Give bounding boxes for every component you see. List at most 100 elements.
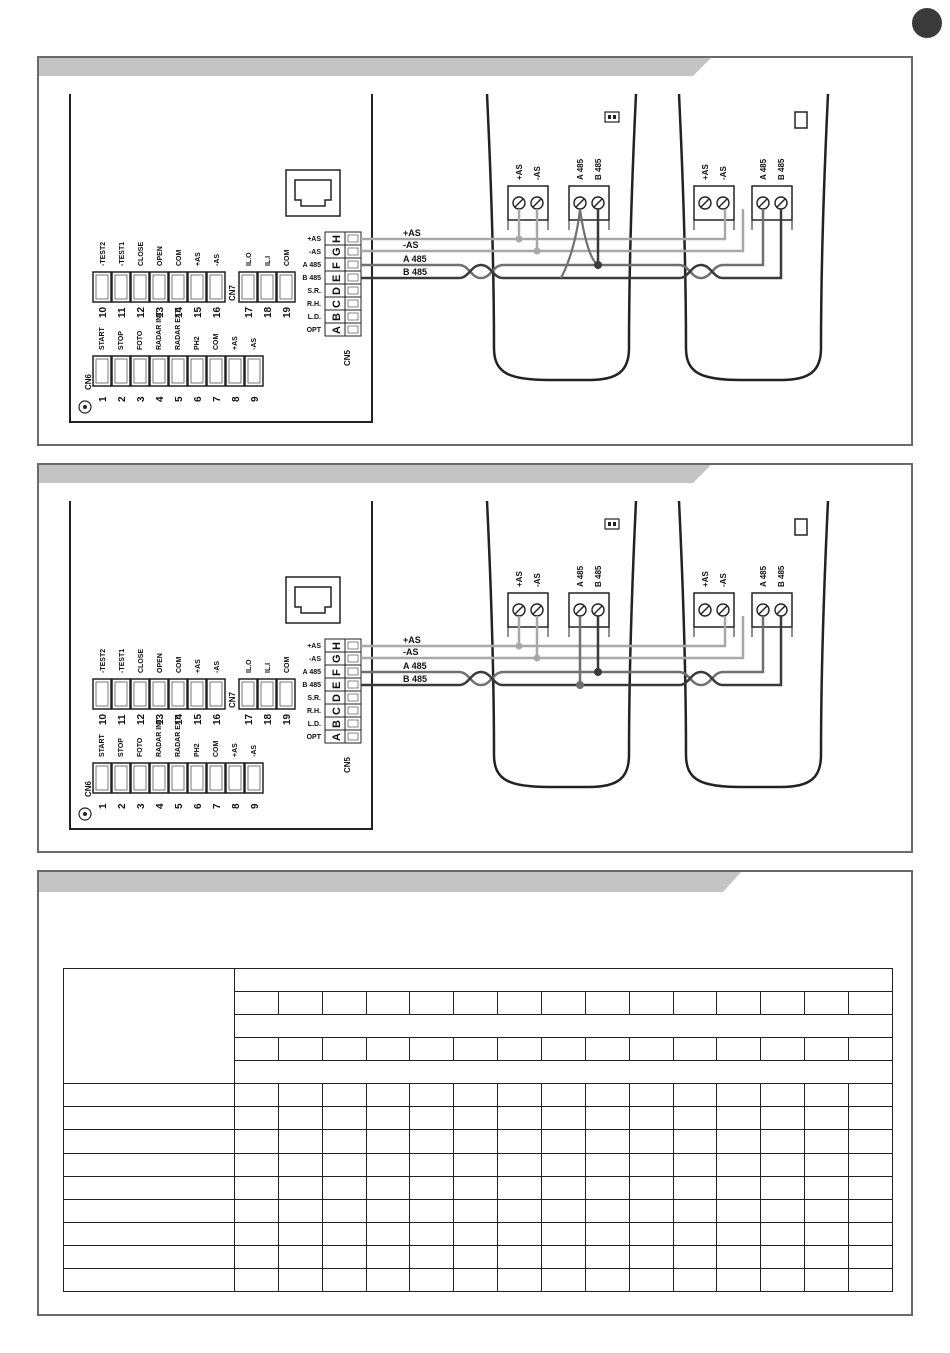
terminal-screw	[171, 274, 185, 300]
table-cell	[497, 1244, 543, 1269]
wiring-diagram-1: 10-TEST211-TEST112CLOSE13OPEN14COM15+AS1…	[69, 58, 830, 423]
wiring-diagram-2: 10-TEST211-TEST112CLOSE13OPEN14COM15+AS1…	[69, 465, 830, 830]
terminal-screw	[133, 681, 147, 707]
mount-hole-center	[83, 405, 87, 409]
table-cell	[541, 1198, 586, 1223]
table-cell	[277, 1106, 323, 1131]
wire-junction	[576, 681, 584, 689]
wire-minus-as	[361, 209, 745, 253]
terminal-label: STOP	[118, 331, 125, 350]
cn5-pin	[347, 732, 359, 741]
screw-slot	[593, 198, 603, 208]
terminal-screw	[228, 358, 242, 384]
terminal-label: -TEST2	[100, 649, 107, 673]
cn5-pin	[347, 312, 359, 321]
table-row	[63, 1106, 893, 1131]
table-cell	[716, 1106, 762, 1131]
terminal-number: 7	[212, 396, 223, 402]
table-cell	[453, 991, 499, 1016]
table-cell	[321, 1198, 367, 1223]
terminal-label: FOTO	[137, 330, 144, 350]
settings-table	[63, 967, 893, 1293]
cn5-pin-cell	[344, 664, 362, 679]
cn5-letter: G	[331, 247, 343, 256]
table-cell	[716, 1037, 762, 1062]
wire-plus-as	[361, 616, 727, 648]
terminal-block	[168, 355, 188, 387]
terminal-label: -TEST1	[119, 649, 126, 673]
cn5-letter: A	[331, 733, 343, 741]
table-cell	[497, 1221, 543, 1246]
table-cell	[716, 1198, 762, 1223]
cn5-pin	[347, 680, 359, 689]
table-cell	[848, 1129, 893, 1154]
table-cell	[453, 1221, 499, 1246]
cn5-pin	[347, 247, 359, 256]
rj-connector	[285, 169, 341, 217]
cn5-row-label: -AS	[309, 656, 321, 663]
table-cell	[541, 1037, 586, 1062]
cn5-pin-cell	[344, 703, 362, 718]
table-cell	[628, 1129, 674, 1154]
table-cell	[716, 1267, 762, 1293]
cn5-letter: F	[331, 262, 343, 269]
terminal-block	[206, 355, 226, 387]
table-cell	[321, 1244, 367, 1269]
wire-junction	[594, 261, 602, 269]
terminal-label: CLOSE	[138, 242, 145, 266]
terminal-number: 9	[250, 803, 261, 809]
terminal-screw	[190, 765, 204, 791]
cn5-row-label: R.H.	[307, 301, 321, 308]
table-row	[64, 991, 893, 1016]
terminal-screw	[228, 765, 242, 791]
wire-label: +AS	[403, 228, 421, 238]
cn5-pin-cell	[344, 690, 362, 705]
terminal-block	[187, 355, 207, 387]
table-cell	[804, 1106, 850, 1131]
terminal-label: IL.O	[246, 659, 253, 673]
table-cell	[365, 1244, 411, 1269]
terminal-block	[187, 762, 207, 794]
cn5-letter: D	[331, 694, 343, 702]
table-cell	[628, 1221, 674, 1246]
cn5-pin	[347, 667, 359, 676]
terminal-number: 14	[174, 713, 185, 725]
terminal-screw	[95, 681, 109, 707]
table-cell	[848, 1198, 893, 1223]
wire-label: B 485	[403, 267, 427, 277]
cn5-pin-cell	[344, 716, 362, 731]
terminal-number: 5	[174, 396, 185, 402]
wire-plus-as	[361, 209, 727, 241]
terminal-block	[149, 271, 169, 303]
terminal-screw	[152, 274, 166, 300]
terminal-label: COM	[284, 657, 291, 674]
terminal-screw	[247, 765, 261, 791]
sensor-terminal-label: B 485	[777, 565, 786, 587]
terminal-screw	[133, 274, 147, 300]
terminal-block	[206, 762, 226, 794]
terminal-screw	[95, 358, 109, 384]
table-cell	[277, 1198, 323, 1223]
terminal-label: -TEST1	[119, 242, 126, 266]
cn5-row-label: A 485	[303, 669, 322, 676]
screw-slot	[593, 605, 603, 615]
table-cell	[584, 1267, 630, 1293]
terminal-label: -AS	[214, 254, 221, 266]
wire-cross-a485	[560, 208, 582, 279]
terminal-screw	[209, 681, 223, 707]
sensor-terminal-label: +AS	[701, 164, 710, 180]
table-cell	[234, 1014, 893, 1039]
terminal-number: 16	[212, 713, 223, 725]
table-cell	[584, 1037, 630, 1062]
terminal-screw	[171, 358, 185, 384]
table-cell	[628, 1175, 674, 1200]
terminal-screw	[260, 681, 274, 707]
table-cell	[848, 1083, 893, 1108]
terminal-block	[244, 355, 264, 387]
terminal-label: RADAR EXT	[175, 308, 182, 350]
cn5-row-label: R.H.	[307, 708, 321, 715]
terminal-number: 8	[231, 803, 242, 809]
table-cell	[277, 1129, 323, 1154]
table-cell	[672, 1129, 718, 1154]
terminal-block	[111, 678, 131, 710]
